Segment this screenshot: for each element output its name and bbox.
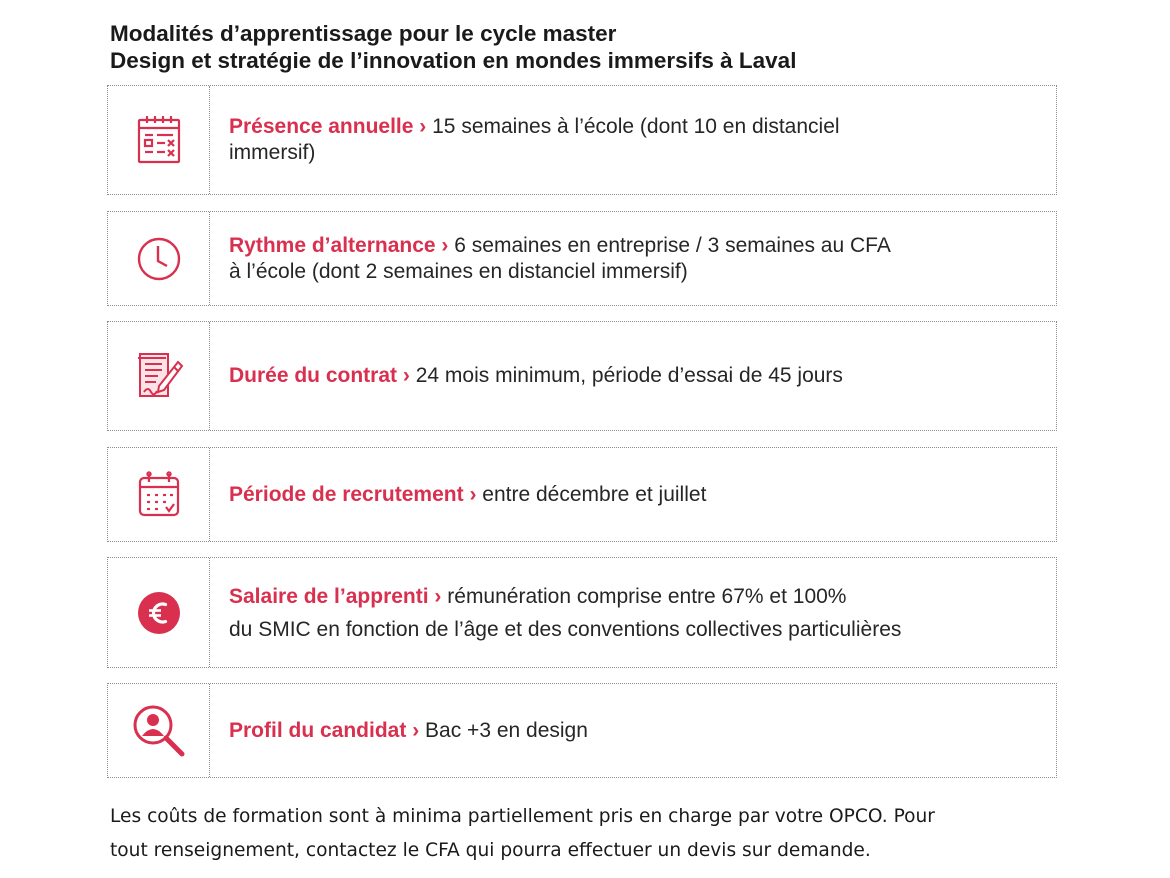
info-card-profil: Profil du candidat › Bac +3 en design — [107, 683, 1057, 778]
item-text-line-1: 6 semaines en entreprise / 3 semaines au… — [454, 233, 891, 257]
item-label: Durée du contrat — [229, 364, 398, 387]
contract-signature-icon — [137, 353, 183, 397]
info-card-recrutement: Période de recrutement › entre décembre … — [107, 447, 1057, 542]
item-text-line-1: rémunération comprise entre 67% et 100% — [447, 584, 847, 608]
item-label: Période de recrutement — [229, 482, 464, 506]
info-card-duree: Durée du contrat › 24 mois minimum, péri… — [107, 321, 1057, 431]
info-card-salaire: Salaire de l’apprenti › rémunération com… — [107, 557, 1057, 668]
item-text-line-2: immersif) — [229, 141, 316, 164]
euro-coin-icon — [137, 591, 180, 634]
item-separator: › — [412, 718, 420, 742]
item-text-line-1: 24 mois minimum, période d’essai de 45 j… — [415, 364, 843, 387]
page-title: Modalités d’apprentissage pour le cycle … — [110, 20, 796, 74]
item-label: Présence annuelle — [229, 115, 414, 138]
item-separator: › — [441, 233, 449, 257]
item-text-line-1: entre décembre et juillet — [482, 482, 707, 506]
page-title-line-1: Modalités d’apprentissage pour le cycle … — [110, 21, 617, 46]
item-separator: › — [419, 115, 427, 138]
info-card-rythme: Rythme d’alternance › 6 semaines en entr… — [107, 211, 1057, 306]
candidate-search-icon — [133, 705, 184, 756]
item-text-line-1: Bac +3 en design — [425, 718, 588, 742]
footer-line-2: tout renseignement, contactez le CFA qui… — [110, 840, 871, 861]
item-text-line-2: du SMIC en fonction de l’âge et des conv… — [229, 617, 902, 641]
planning-board-icon — [137, 116, 180, 164]
info-card-presence: Présence annuelle › 15 semaines à l’écol… — [107, 85, 1057, 195]
item-label: Salaire de l’apprenti — [229, 584, 429, 608]
calendar-icon — [138, 470, 179, 516]
item-text-line-2: à l’école (dont 2 semaines en distanciel… — [229, 259, 688, 283]
item-separator: › — [469, 482, 477, 506]
footer-line-1: Les coûts de formation sont à minima par… — [110, 806, 935, 827]
item-text-line-1: 15 semaines à l’école (dont 10 en distan… — [432, 115, 840, 138]
item-separator: › — [434, 584, 442, 608]
footer-note: Les coûts de formation sont à minima par… — [110, 800, 935, 868]
page-title-line-2: Design et stratégie de l’innovation en m… — [110, 48, 797, 73]
clock-icon — [137, 237, 180, 280]
item-label: Rythme d’alternance — [229, 233, 436, 257]
item-label: Profil du candidat — [229, 718, 407, 742]
item-separator: › — [402, 364, 410, 387]
